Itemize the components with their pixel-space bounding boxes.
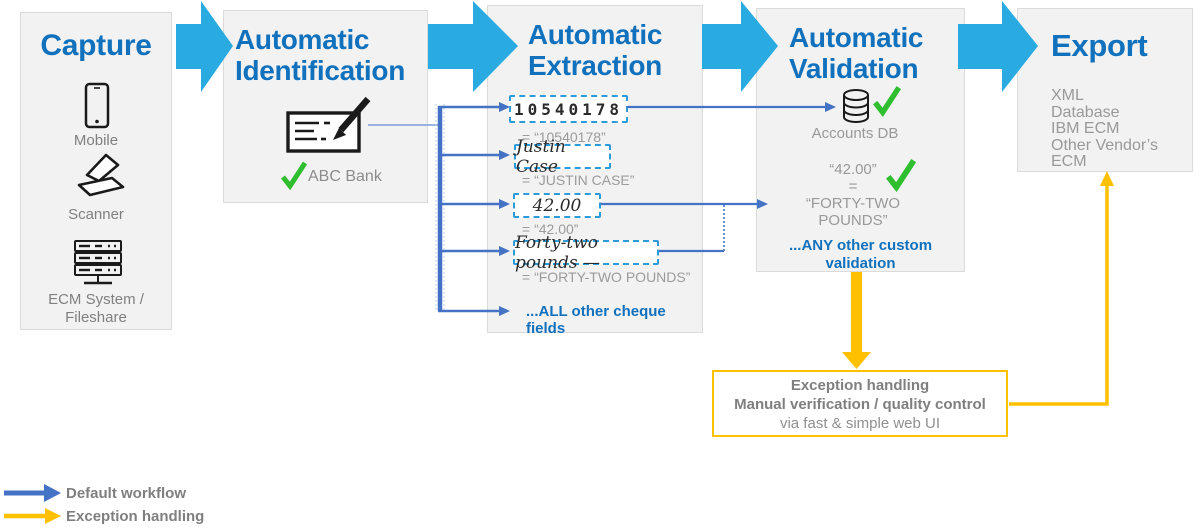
export-target: Database: [1051, 103, 1120, 121]
extraction-title: Automatic Extraction: [527, 19, 663, 81]
scanner-icon: [77, 153, 125, 197]
extracted-value: = “FORTY-TWO POUNDS”: [522, 269, 691, 285]
exception-handling-box: Exception handling Manual verification /…: [712, 370, 1008, 437]
capture-title: Capture: [40, 29, 152, 62]
extraction-trunk-line: [435, 104, 445, 311]
accounts-db-label: Accounts DB: [811, 125, 899, 142]
exception-line: Manual verification / quality control: [734, 396, 986, 413]
capture-panel: Capture Mobile Scanner ECM System / File…: [20, 12, 172, 330]
smartphone-icon: [84, 82, 110, 129]
identification-title: Automatic Identification: [235, 24, 406, 86]
legend-exception-arrow-icon: [4, 508, 61, 524]
export-target: Other Vendor’s ECM: [1051, 136, 1159, 170]
export-title: Export: [1051, 28, 1148, 63]
extraction-panel: Automatic Extraction 10540178 = “1054017…: [487, 5, 703, 337]
export-panel: Export XML Database IBM ECM Other Vendor…: [1017, 8, 1193, 172]
cheque-field-account-number: 10540178: [509, 95, 628, 123]
extracted-value: = “JUSTIN CASE”: [522, 172, 635, 188]
check-icon: [281, 161, 307, 190]
amount-cross-check: “42.00” = “FORTY-TWO POUNDS”: [805, 161, 901, 229]
database-icon: [843, 89, 869, 124]
check-icon: [886, 159, 916, 192]
export-target: IBM ECM: [1051, 120, 1120, 137]
capture-item-label: Fileshare: [65, 309, 127, 326]
cheque-field-amount-numeric: 42.00: [513, 193, 601, 218]
server-icon: [74, 240, 122, 285]
identification-panel: Automatic Identification ABC Bank: [223, 10, 428, 203]
check-icon: [873, 86, 901, 117]
extracted-value: = “10540178”: [522, 129, 606, 145]
cheque-icon: [286, 96, 371, 153]
all-other-fields-label: ...ALL other cheque fields: [526, 303, 666, 337]
custom-validation-label: ...ANY other custom validation: [788, 237, 933, 272]
capture-item-label: Mobile: [73, 132, 119, 149]
exception-title: Exception handling: [790, 377, 930, 394]
export-target: XML: [1051, 87, 1084, 104]
export-targets-list: XML Database IBM ECM Other Vendor’s ECM: [1051, 87, 1192, 171]
identified-bank-label: ABC Bank: [308, 168, 382, 185]
legend-exception-handling-label: Exception handling: [66, 508, 205, 525]
validation-panel: Automatic Validation Accounts DB “42.00”…: [756, 8, 965, 272]
cheque-field-payee-name: Justin Case: [514, 137, 611, 177]
legend-default-arrow-icon: [4, 484, 61, 502]
exception-line: via fast & simple web UI: [779, 415, 941, 432]
extracted-value: = “42.00”: [522, 221, 579, 237]
legend-default-workflow-label: Default workflow: [66, 485, 187, 502]
cheque-field-amount-words: Forty-two pounds —: [513, 233, 659, 273]
validation-title: Automatic Validation: [789, 22, 924, 84]
capture-item-label: Scanner: [68, 206, 124, 223]
capture-item-label: ECM System /: [48, 291, 144, 308]
